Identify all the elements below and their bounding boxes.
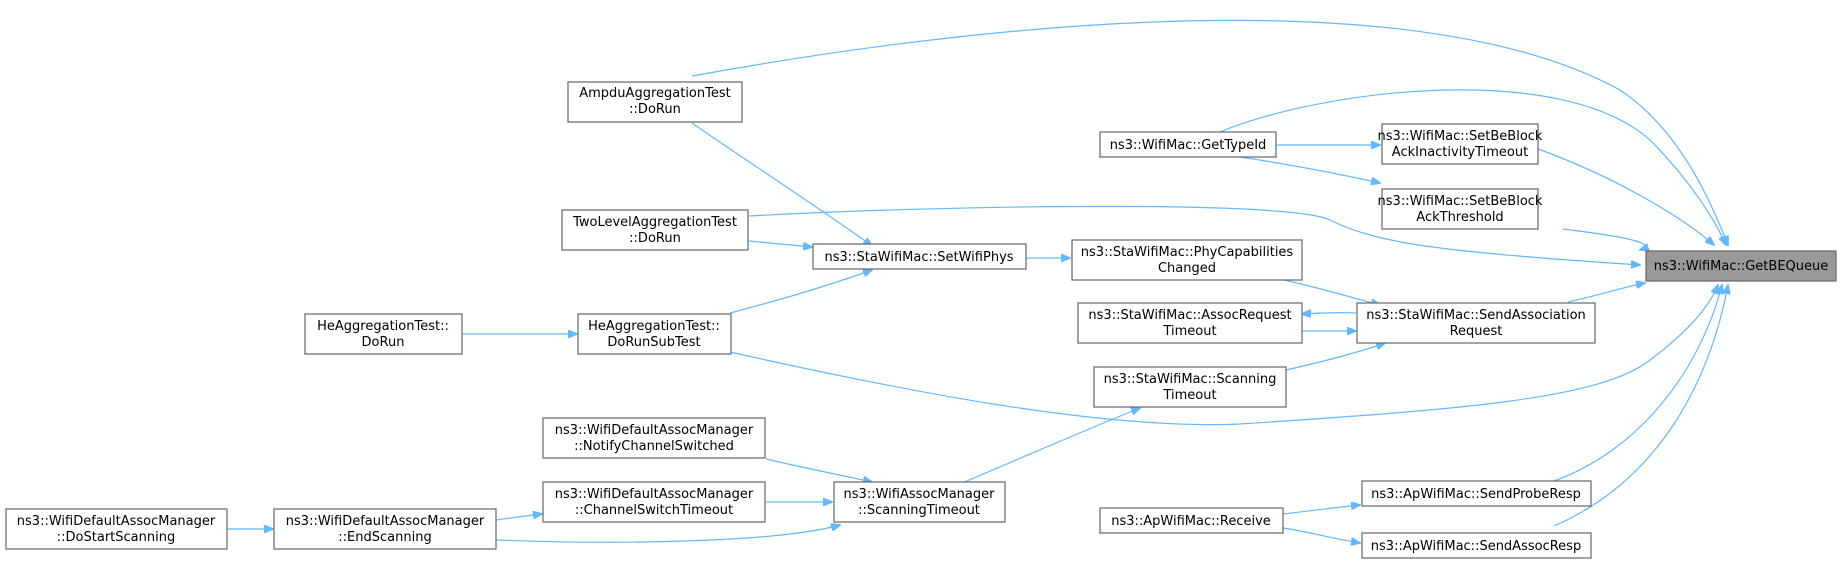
node-label-line2: Request [1450,324,1503,339]
node-label-line2: ::ScanningTimeout [858,503,980,518]
node-label-line1: ns3::WifiDefaultAssocManager [555,487,754,502]
node-sta-wifi-mac-set-wifi-phys[interactable]: ns3::StaWifiMac::SetWifiPhys [812,243,1027,270]
node-label-line1: ns3::WifiAssocManager [844,487,996,502]
edge-endscan-assocscan [495,525,840,543]
node-label-line1: HeAggregationTest:: [317,319,449,334]
edge-sendassocresp-root [1553,285,1728,527]
node-ampdu-aggregation-test-dorun[interactable]: AmpduAggregationTest ::DoRun [567,81,743,123]
edge-setbethresh-root [1562,228,1645,250]
node-label: ns3::ApWifiMac::Receive [1111,514,1271,529]
node-get-be-queue[interactable]: ns3::WifiMac::GetBEQueue [1645,250,1837,282]
node-label-line1: ns3::StaWifiMac::Scanning [1104,372,1277,387]
edge-hesub-setphys [729,270,872,314]
edge-sendprobe-root [1553,285,1722,482]
node-label-line1: AmpduAggregationTest [579,86,730,101]
node-label-line2: ::DoRun [629,102,681,117]
edge-gettypeid-root [1219,89,1726,245]
edge-hesub-root [729,285,1718,426]
node-label: ns3::ApWifiMac::SendAssocResp [1371,539,1581,554]
node-label-line2: AckInactivityTimeout [1392,145,1528,160]
node-label-line2: ::EndScanning [338,530,431,545]
edge-gettypeid-setbethresh [1239,156,1380,183]
node-label-line1: ns3::WifiMac::SetBeBlock [1378,194,1543,209]
node-label: ns3::StaWifiMac::SetWifiPhys [824,250,1013,265]
node-label-line1: ns3::WifiMac::SetBeBlock [1378,129,1543,144]
edge-ampdu-root [691,19,1728,245]
node-ap-wifi-mac-send-probe-resp[interactable]: ns3::ApWifiMac::SendProbeResp [1361,480,1592,507]
node-label-line1: ns3::StaWifiMac::SendAssociation [1366,308,1586,323]
edge-ampdu-setphys [691,122,872,246]
node-wifi-mac-set-be-block-ack-inactivity-timeout[interactable]: ns3::WifiMac::SetBeBlock AckInactivityTi… [1378,123,1543,165]
edges [227,19,1728,543]
node-label-line1: ns3::StaWifiMac::AssocRequest [1088,308,1291,323]
node-wifi-default-assoc-manager-channel-switch-timeout[interactable]: ns3::WifiDefaultAssocManager ::ChannelSw… [542,481,766,523]
node-label: ns3::WifiMac::GetBEQueue [1654,259,1829,274]
node-he-aggregation-test-dorun[interactable]: HeAggregationTest:: DoRun [304,313,463,355]
edge-setbeinact-root [1537,148,1714,245]
node-wifi-mac-set-be-block-ack-threshold[interactable]: ns3::WifiMac::SetBeBlock AckThreshold [1378,188,1543,230]
node-sta-wifi-mac-assoc-request-timeout[interactable]: ns3::StaWifiMac::AssocRequest Timeout [1077,302,1303,344]
node-sta-wifi-mac-send-association-request[interactable]: ns3::StaWifiMac::SendAssociation Request [1356,302,1596,344]
node-label-line1: HeAggregationTest:: [588,319,720,334]
edge-assocscan-scanning [961,408,1140,484]
node-label-line2: Timeout [1162,324,1216,339]
node-wifi-default-assoc-manager-end-scanning[interactable]: ns3::WifiDefaultAssocManager ::EndScanni… [273,508,497,550]
node-ap-wifi-mac-receive[interactable]: ns3::ApWifiMac::Receive [1099,507,1284,534]
edge-twolevel-root [748,205,1640,265]
node-he-aggregation-test-dorunsubtest[interactable]: HeAggregationTest:: DoRunSubTest [577,313,732,355]
edge-twolevel-setphys [748,240,812,247]
node-wifi-assoc-manager-scanning-timeout[interactable]: ns3::WifiAssocManager ::ScanningTimeout [833,481,1006,523]
node-label-line1: ns3::StaWifiMac::PhyCapabilities [1081,245,1294,260]
node-label: ns3::ApWifiMac::SendProbeResp [1371,487,1581,502]
node-wifi-default-assoc-manager-do-start-scanning[interactable]: ns3::WifiDefaultAssocManager ::DoStartSc… [5,508,228,550]
node-label-line2: Timeout [1162,388,1216,403]
node-label-line2: ::DoRun [629,231,681,246]
node-label-line2: ::DoStartScanning [57,530,175,545]
edge-scanning-sendassoc [1285,343,1385,371]
node-two-level-aggregation-test-dorun[interactable]: TwoLevelAggregationTest ::DoRun [561,209,749,251]
edge-apreceive-sendprobe [1282,505,1360,515]
node-label-line2: Changed [1158,261,1216,276]
node-ap-wifi-mac-send-assoc-resp[interactable]: ns3::ApWifiMac::SendAssocResp [1361,532,1592,559]
node-label-line1: ns3::WifiDefaultAssocManager [555,423,754,438]
node-label-line2: ::ChannelSwitchTimeout [575,503,733,518]
node-label-line2: DoRunSubTest [607,335,700,350]
edge-sendassoc-assocreq [1302,313,1357,314]
node-label-line2: DoRun [362,335,405,350]
node-label-line1: TwoLevelAggregationTest [572,215,737,230]
node-label-line2: ::NotifyChannelSwitched [574,439,734,454]
node-wifi-default-assoc-manager-notify-channel-switched[interactable]: ns3::WifiDefaultAssocManager ::NotifyCha… [542,417,766,459]
edge-endscan-chswitch [495,514,542,521]
edge-notify-assocscan [765,458,872,482]
node-sta-wifi-mac-scanning-timeout[interactable]: ns3::StaWifiMac::Scanning Timeout [1093,366,1287,408]
node-label-line1: ns3::WifiDefaultAssocManager [286,514,485,529]
node-label-line1: ns3::WifiDefaultAssocManager [17,514,216,529]
node-wifi-mac-get-type-id[interactable]: ns3::WifiMac::GetTypeId [1099,131,1277,158]
node-sta-wifi-mac-phy-capabilities-changed[interactable]: ns3::StaWifiMac::PhyCapabilities Changed [1071,239,1303,281]
node-label: ns3::WifiMac::GetTypeId [1110,138,1267,153]
node-label-line2: AckThreshold [1416,210,1503,225]
edge-sendassoc-root [1567,283,1645,303]
edge-apreceive-sendassocresp [1282,527,1360,543]
edge-phycap-sendassoc [1279,278,1380,305]
